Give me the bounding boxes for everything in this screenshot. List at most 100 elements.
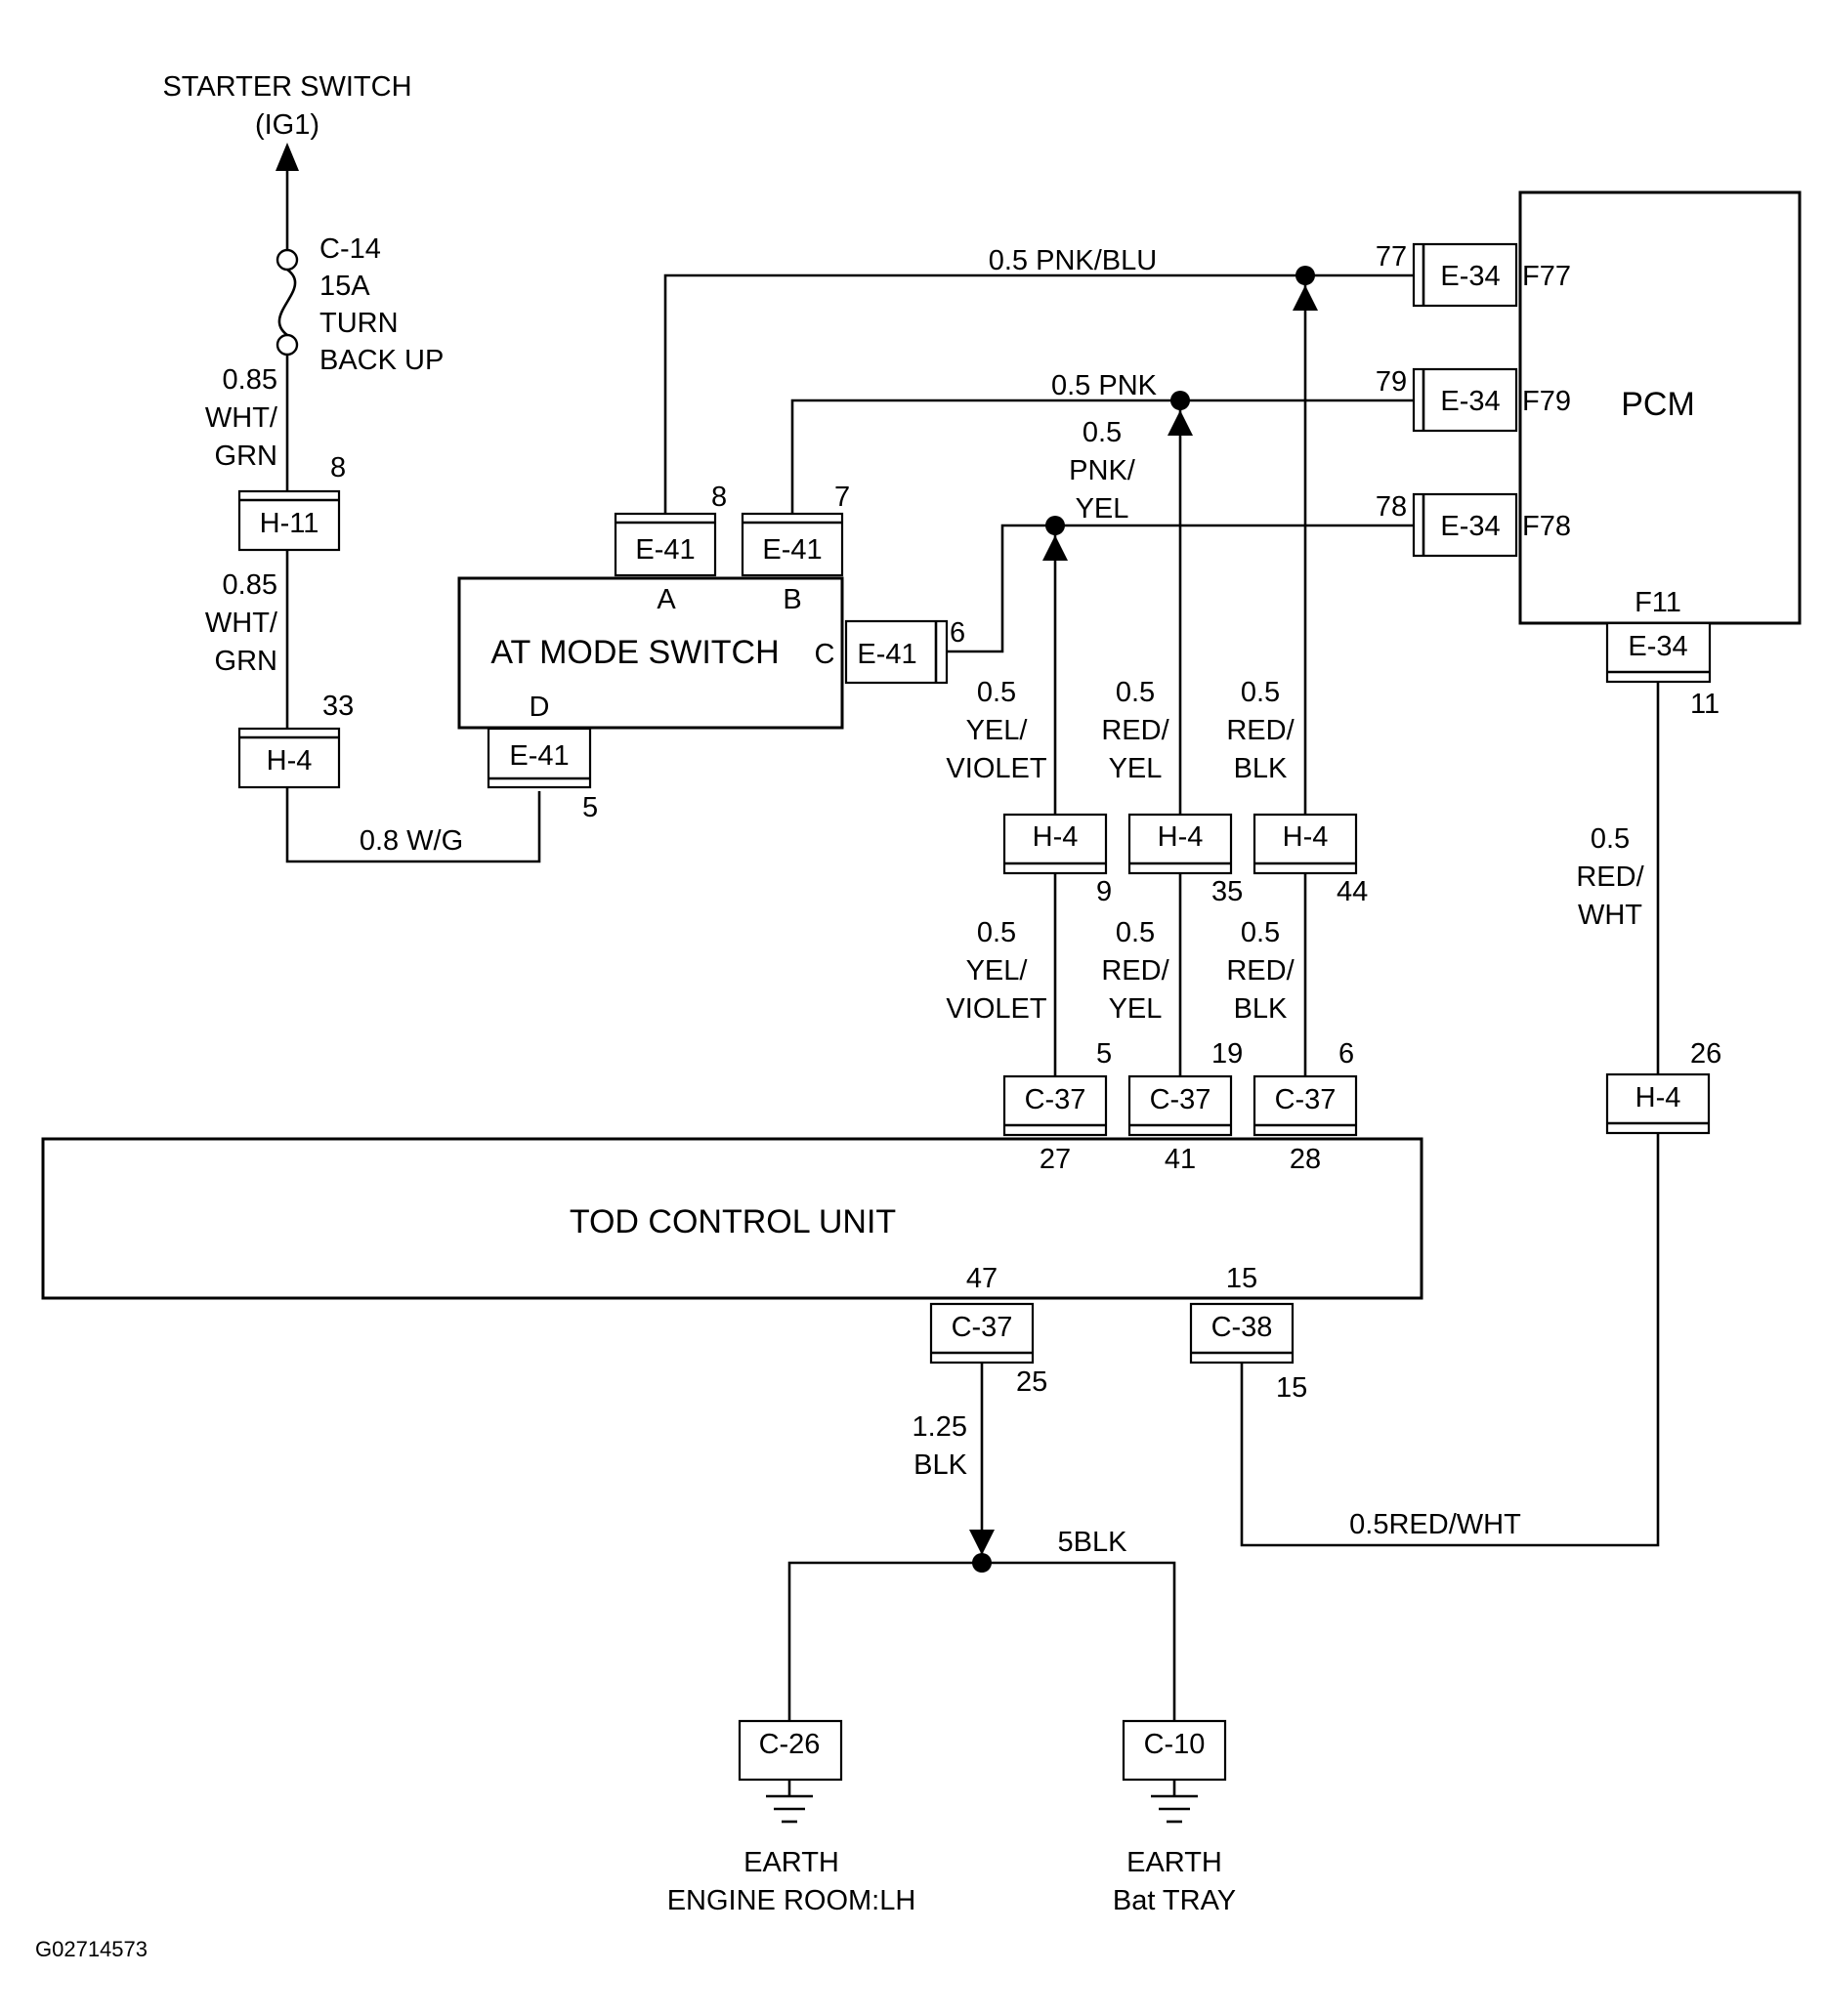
- pin-number: 5: [582, 792, 598, 823]
- pin-number: 15: [1226, 1263, 1257, 1294]
- fuse-name: BACK UP: [319, 345, 444, 376]
- wire-label: YEL: [1109, 753, 1163, 784]
- connector-c26: [738, 1719, 843, 1782]
- wire-label: WHT/: [205, 608, 278, 639]
- connector-e34-f78: [1412, 492, 1518, 558]
- wire-label: YEL/: [966, 955, 1029, 987]
- wire-label: WHT/: [205, 402, 278, 434]
- wire-label: 0.5: [1241, 677, 1280, 708]
- wire-label: YEL: [1076, 493, 1129, 525]
- junctions: [276, 143, 1318, 1573]
- pin-number: 33: [322, 691, 354, 722]
- connector-e34-f77: [1412, 242, 1518, 308]
- wire-label: RED/: [1101, 955, 1169, 987]
- labels: STARTER SWITCH (IG1) C-14 15A TURN BACK …: [35, 71, 1721, 1961]
- connector-c10: [1122, 1719, 1227, 1782]
- junction-dot: [1295, 266, 1315, 285]
- up-arrow-icon: [1168, 410, 1193, 436]
- ground-label: ENGINE ROOM:LH: [667, 1885, 916, 1916]
- wire-label: YEL/: [966, 715, 1029, 746]
- connector-label: E-41: [635, 534, 695, 566]
- wire-pnk-blu: [663, 273, 1414, 514]
- pin-number: 77: [1376, 241, 1407, 273]
- wire-label: BLK: [913, 1449, 967, 1481]
- connector-e41-c: [844, 619, 949, 685]
- wire-label: 0.85: [223, 364, 277, 396]
- down-arrow-icon: [969, 1530, 995, 1555]
- connector-label: H-4: [1635, 1082, 1681, 1113]
- wire-5blk: [787, 1561, 1176, 1721]
- wire-label: 1.25: [913, 1411, 967, 1443]
- pin-number: 27: [1040, 1144, 1071, 1175]
- wire-label: 0.5RED/WHT: [1349, 1509, 1521, 1540]
- pin-label: F11: [1635, 587, 1681, 618]
- pin-number: 47: [966, 1263, 998, 1294]
- wire-label: 0.5 PNK: [1051, 370, 1158, 401]
- ground-label: EARTH: [1126, 1847, 1222, 1878]
- connector-label: C-10: [1144, 1729, 1206, 1760]
- connector-label: E-34: [1440, 511, 1500, 542]
- pin-number: 7: [834, 482, 850, 513]
- fuse-symbol: [276, 248, 299, 357]
- source-sub-label: (IG1): [255, 109, 319, 141]
- wire-label: 0.5: [1083, 417, 1122, 448]
- pin-letter: A: [657, 584, 676, 615]
- connector-label: C-38: [1211, 1312, 1273, 1343]
- wire-label: YEL: [1109, 993, 1163, 1025]
- wire-label: GRN: [215, 646, 277, 677]
- pin-label: F78: [1522, 511, 1571, 542]
- pin-number: 15: [1276, 1372, 1307, 1404]
- fuse-rating: 15A: [319, 271, 370, 302]
- wire-label: RED/: [1101, 715, 1169, 746]
- connector-label: C-26: [759, 1729, 821, 1760]
- wire-label: PNK/: [1069, 455, 1136, 486]
- pin-number: 28: [1290, 1144, 1321, 1175]
- pin-label: F79: [1522, 386, 1571, 417]
- wire-pnk-yel: [947, 524, 1414, 653]
- wire-label: RED/: [1226, 715, 1295, 746]
- wire-label: 0.85: [223, 569, 277, 601]
- pin-number: 44: [1337, 876, 1368, 907]
- junction-dot: [1045, 516, 1065, 535]
- up-arrow-icon: [1042, 535, 1068, 561]
- diagram-id: G02714573: [35, 1937, 148, 1961]
- wire-label: 5BLK: [1058, 1527, 1128, 1558]
- pin-number: 35: [1211, 876, 1243, 907]
- connector-label: C-37: [1150, 1084, 1211, 1115]
- connector-label: H-4: [267, 745, 313, 777]
- wire-label: 0.5: [977, 917, 1016, 948]
- wire-0-8-wg: [285, 787, 541, 863]
- pin-number: 8: [711, 482, 727, 513]
- wire-label: 0.5: [1241, 917, 1280, 948]
- connector-label: E-41: [857, 639, 916, 670]
- up-arrow-icon: [276, 143, 299, 171]
- wire-label: VIOLET: [946, 753, 1046, 784]
- tod-control-unit-box: [41, 1137, 1423, 1300]
- pin-number: 6: [950, 617, 965, 649]
- ground-icon: [766, 1794, 813, 1824]
- pin-number: 8: [330, 452, 346, 483]
- connector-label: E-41: [762, 534, 822, 566]
- wire-label: 0.5: [1116, 917, 1155, 948]
- wire-label: BLK: [1234, 993, 1288, 1025]
- wire-label: BLK: [1234, 753, 1288, 784]
- connectors: [237, 242, 1712, 1782]
- junction-dot: [972, 1553, 992, 1573]
- wire-label: GRN: [215, 441, 277, 472]
- fuse-id: C-14: [319, 233, 381, 265]
- pin-number: 19: [1211, 1038, 1243, 1070]
- pcm-label: PCM: [1621, 386, 1695, 423]
- connector-label: C-37: [1025, 1084, 1086, 1115]
- wire-label: 0.5: [977, 677, 1016, 708]
- pin-number: 5: [1096, 1038, 1112, 1070]
- source-label: STARTER SWITCH: [162, 71, 411, 103]
- junction-dot: [1170, 391, 1190, 410]
- pcm-box: [1518, 190, 1802, 625]
- pin-label: F77: [1522, 261, 1571, 292]
- ground-label: EARTH: [743, 1847, 839, 1878]
- connector-label: C-37: [1275, 1084, 1337, 1115]
- wire-label: 0.5: [1116, 677, 1155, 708]
- connector-label: E-41: [509, 740, 569, 772]
- pin-number: 9: [1096, 876, 1112, 907]
